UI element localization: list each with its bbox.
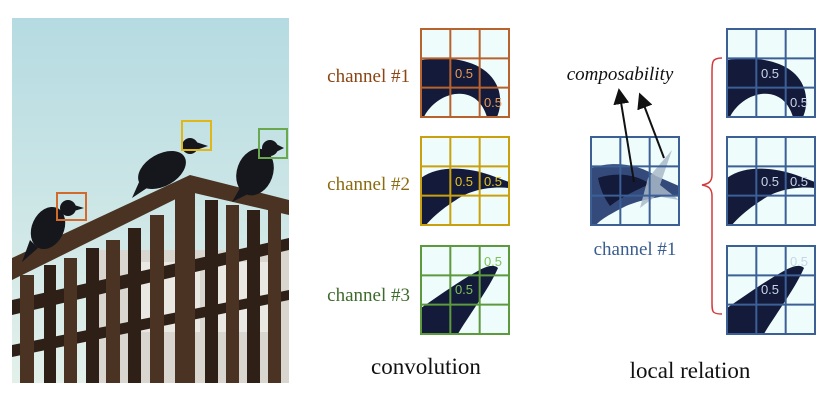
conv-channel-2-value-center: 0.5 xyxy=(455,174,473,189)
relation-output-grid-1: 0.5 0.5 xyxy=(726,28,816,118)
conv-channel-2-value-right: 0.5 xyxy=(484,174,502,189)
conv-channel-3-value-center: 0.5 xyxy=(455,282,473,297)
conv-grid-1-border xyxy=(420,28,510,118)
composability-arrow-left xyxy=(613,88,635,183)
local-relation-panel: composability channel #1 0.5 0.5 xyxy=(567,28,816,383)
relation-output-2-value-center: 0.5 xyxy=(761,174,779,189)
relation-input-grid-border xyxy=(590,136,680,226)
relation-input-grid xyxy=(590,136,680,226)
relation-output-1-value-center: 0.5 xyxy=(761,66,779,81)
conv-grid-2-border xyxy=(420,136,510,226)
relation-channel-1-label: channel #1 xyxy=(594,239,677,260)
conv-channel-1-value-center: 0.5 xyxy=(455,66,473,81)
conv-grid-channel-2: 0.5 0.5 xyxy=(420,136,510,226)
conv-channel-2-label: channel #2 xyxy=(327,174,410,195)
relation-output-grid-1-border xyxy=(726,28,816,118)
conv-grid-channel-1: 0.5 0.5 xyxy=(420,28,510,118)
conv-channel-3-label: channel #3 xyxy=(327,285,410,306)
relation-output-1-value-corner: 0.5 xyxy=(790,95,808,110)
relation-output-grid-2: 0.5 0.5 xyxy=(726,136,816,226)
composability-label: composability xyxy=(567,64,674,85)
relation-output-3-value-center: 0.5 xyxy=(761,282,779,297)
conv-channel-3-value-top: 0.5 xyxy=(484,254,502,269)
relation-output-grid-3: 0.5 0.5 xyxy=(726,245,816,335)
fence xyxy=(12,175,289,383)
convolution-panel: channel #1 channel #2 channel #3 0.5 0.5… xyxy=(327,28,510,379)
crows xyxy=(22,138,284,262)
crow-photo xyxy=(12,18,289,383)
composability-arrow-right xyxy=(637,92,665,159)
relation-output-3-value-top: 0.5 xyxy=(790,254,808,269)
highlight-box-channel-3 xyxy=(258,128,288,159)
relation-output-grid-3-border xyxy=(726,245,816,335)
relation-output-2-value-right: 0.5 xyxy=(790,174,808,189)
conv-channel-1-value-corner: 0.5 xyxy=(484,95,502,110)
highlight-box-channel-1 xyxy=(56,192,87,221)
bracket xyxy=(701,57,723,315)
highlight-box-channel-2 xyxy=(181,120,212,151)
conv-channel-1-label: channel #1 xyxy=(327,66,410,87)
convolution-caption: convolution xyxy=(371,354,481,379)
conv-grid-3-border xyxy=(420,245,510,335)
relation-output-grid-2-border xyxy=(726,136,816,226)
local-relation-caption: local relation xyxy=(630,358,751,383)
conv-grid-channel-3: 0.5 0.5 xyxy=(420,245,510,335)
